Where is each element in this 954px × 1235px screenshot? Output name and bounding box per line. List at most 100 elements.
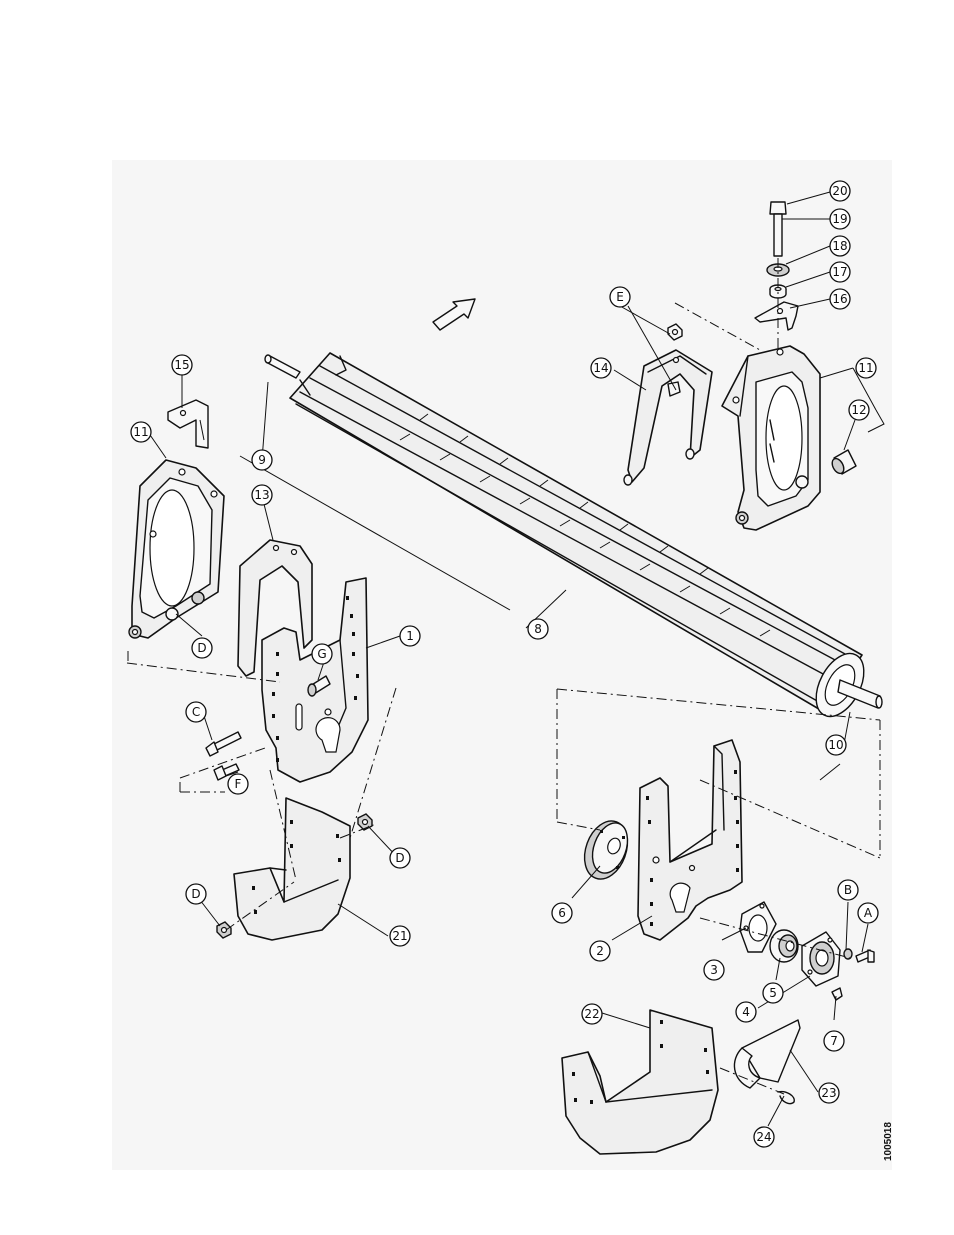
svg-text:D: D xyxy=(197,641,206,655)
callout-balloon: 8 xyxy=(527,618,549,640)
nut xyxy=(357,813,373,831)
callout-balloon: D xyxy=(389,847,411,869)
svg-text:23: 23 xyxy=(821,1086,836,1100)
small-bracket xyxy=(754,301,799,331)
guard xyxy=(561,1009,719,1155)
scraper xyxy=(733,1019,801,1089)
svg-text:19: 19 xyxy=(832,212,847,226)
hook-plate xyxy=(237,539,313,677)
callout-balloon: 14 xyxy=(590,357,612,379)
svg-text:21: 21 xyxy=(392,929,407,943)
svg-text:E: E xyxy=(616,290,624,304)
callout-balloon: 12 xyxy=(848,399,870,421)
bolt xyxy=(213,763,240,781)
fork-bracket xyxy=(623,349,713,486)
svg-text:2: 2 xyxy=(596,944,604,958)
end-frame xyxy=(721,345,821,531)
washer xyxy=(843,948,853,960)
bushing xyxy=(831,449,857,475)
svg-text:14: 14 xyxy=(593,361,608,375)
svg-text:20: 20 xyxy=(832,184,847,198)
guard xyxy=(233,797,351,941)
svg-text:A: A xyxy=(864,906,873,920)
cotter-pin xyxy=(777,1090,795,1105)
svg-text:3: 3 xyxy=(710,963,718,977)
svg-text:4: 4 xyxy=(742,1005,750,1019)
assembly-lines xyxy=(126,302,885,1095)
callout-balloon: 16 xyxy=(829,288,851,310)
side-plate xyxy=(637,739,743,941)
svg-text:1: 1 xyxy=(406,629,414,643)
callout-balloon: 20 xyxy=(829,180,851,202)
nut xyxy=(667,323,683,341)
callout-balloon: F xyxy=(227,773,249,795)
callout-balloon: C xyxy=(185,701,207,723)
end-cap xyxy=(815,652,883,718)
svg-text:D: D xyxy=(191,887,200,901)
svg-text:G: G xyxy=(317,647,326,661)
callout-balloon: A xyxy=(857,902,879,924)
svg-text:C: C xyxy=(192,705,200,719)
callout-balloon: 23 xyxy=(818,1082,840,1104)
callout-balloon: 21 xyxy=(389,925,411,947)
callout-balloon: 3 xyxy=(703,959,725,981)
callout-balloon: 7 xyxy=(823,1030,845,1052)
grease-fitting xyxy=(831,987,843,1001)
callout-balloon: G xyxy=(311,643,333,665)
svg-text:24: 24 xyxy=(756,1130,771,1144)
callout-balloon: 4 xyxy=(735,1001,757,1023)
flange xyxy=(739,901,777,953)
callout-balloon: 22 xyxy=(581,1003,603,1025)
svg-text:18: 18 xyxy=(832,239,847,253)
callout-balloon: 1 xyxy=(399,625,421,647)
bolt xyxy=(769,201,787,257)
svg-text:F: F xyxy=(235,777,242,791)
end-frame xyxy=(128,459,225,639)
bolt xyxy=(205,731,242,757)
svg-text:10: 10 xyxy=(828,738,843,752)
callout-balloon: E xyxy=(609,286,631,308)
callout-balloon: 24 xyxy=(753,1126,775,1148)
svg-text:B: B xyxy=(844,883,852,897)
callout-balloon: 17 xyxy=(829,261,851,283)
callout-balloon: 18 xyxy=(829,235,851,257)
callout-balloon: 15 xyxy=(171,354,193,376)
svg-text:D: D xyxy=(395,851,404,865)
svg-text:5: 5 xyxy=(769,986,777,1000)
callout-balloon: 11 xyxy=(855,357,877,379)
callout-balloon: 11 xyxy=(130,421,152,443)
drum-slots xyxy=(399,413,771,637)
svg-text:13: 13 xyxy=(254,488,269,502)
angle-bracket xyxy=(167,399,209,449)
svg-text:15: 15 xyxy=(174,358,189,372)
document-number: 1005018 xyxy=(883,1122,894,1161)
callout-balloon: 10 xyxy=(825,734,847,756)
callout-balloon: 5 xyxy=(762,982,784,1004)
flange xyxy=(801,931,841,987)
callout-balloon: 9 xyxy=(251,449,273,471)
svg-text:16: 16 xyxy=(832,292,847,306)
svg-text:11: 11 xyxy=(858,361,873,375)
callout-balloon: 6 xyxy=(551,902,573,924)
svg-text:8: 8 xyxy=(534,622,542,636)
flange-cap xyxy=(583,820,629,880)
bolt xyxy=(855,949,875,963)
washer xyxy=(766,263,790,277)
nut xyxy=(216,921,232,939)
drum xyxy=(289,352,863,713)
svg-text:9: 9 xyxy=(258,453,266,467)
side-plate xyxy=(261,577,369,783)
bearing xyxy=(769,929,799,963)
pin xyxy=(307,675,331,697)
callout-balloon: 2 xyxy=(589,940,611,962)
drum-shaft xyxy=(264,354,301,379)
callout-balloon: 19 xyxy=(829,208,851,230)
svg-text:6: 6 xyxy=(558,906,566,920)
callout-balloon: D xyxy=(191,637,213,659)
callout-balloon: B xyxy=(837,879,859,901)
svg-text:7: 7 xyxy=(830,1034,838,1048)
svg-text:22: 22 xyxy=(584,1007,599,1021)
svg-text:17: 17 xyxy=(832,265,847,279)
svg-text:12: 12 xyxy=(851,403,866,417)
